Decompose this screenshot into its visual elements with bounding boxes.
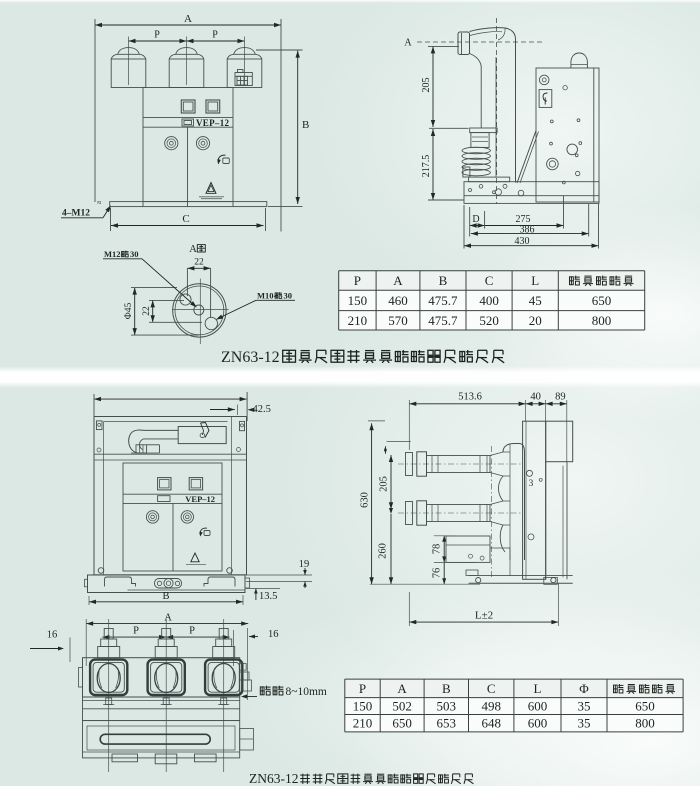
svg-text:650: 650 <box>592 293 612 308</box>
svg-text:VEP–12: VEP–12 <box>185 494 215 504</box>
svg-text:260: 260 <box>378 543 389 559</box>
svg-text:ZN63-12: ZN63-12 <box>249 771 299 786</box>
svg-text:400: 400 <box>479 293 499 308</box>
svg-text:650: 650 <box>635 699 655 714</box>
svg-text:475.7: 475.7 <box>428 313 458 328</box>
svg-text:A: A <box>404 38 412 49</box>
svg-text:520: 520 <box>479 313 499 328</box>
svg-text:P: P <box>189 626 195 637</box>
svg-text:600: 600 <box>528 699 548 714</box>
svg-text:16: 16 <box>47 630 58 641</box>
svg-text:P: P <box>154 30 160 41</box>
svg-text:D: D <box>472 214 479 225</box>
svg-text:205: 205 <box>421 78 432 93</box>
svg-text:13.5: 13.5 <box>259 591 277 602</box>
svg-text:30: 30 <box>284 291 293 301</box>
svg-text:600: 600 <box>528 716 548 731</box>
svg-text:800: 800 <box>592 313 612 328</box>
svg-text:≈: ≈ <box>97 198 102 207</box>
svg-text:42.5: 42.5 <box>253 404 271 415</box>
svg-text:150: 150 <box>348 293 368 308</box>
svg-text:A: A <box>189 244 197 255</box>
svg-text:L: L <box>534 681 542 696</box>
svg-text:430: 430 <box>515 236 530 247</box>
svg-text:502: 502 <box>392 699 412 714</box>
svg-text:460: 460 <box>388 293 408 308</box>
svg-text:L±2: L±2 <box>475 610 493 622</box>
svg-text:78: 78 <box>432 544 443 555</box>
svg-text:A: A <box>393 273 403 288</box>
svg-text:19: 19 <box>299 559 310 570</box>
svg-text:30: 30 <box>130 249 139 259</box>
svg-text:M12-: M12- <box>104 249 124 259</box>
svg-text:217.5: 217.5 <box>421 155 432 178</box>
svg-text:89: 89 <box>555 392 566 403</box>
svg-text:A: A <box>397 681 407 696</box>
svg-text:4–M12: 4–M12 <box>62 209 90 219</box>
svg-text:20: 20 <box>529 313 542 328</box>
svg-text:3: 3 <box>529 478 534 488</box>
svg-text:C: C <box>182 213 189 225</box>
svg-text:M10-: M10- <box>257 291 277 301</box>
svg-text:VEP–12: VEP–12 <box>196 118 229 128</box>
svg-text:650: 650 <box>392 716 412 731</box>
svg-text:40: 40 <box>530 392 541 403</box>
svg-text:150: 150 <box>353 699 373 714</box>
svg-text:35: 35 <box>578 699 591 714</box>
svg-text:P: P <box>354 273 361 288</box>
svg-text:B: B <box>439 273 448 288</box>
svg-text:513.6: 513.6 <box>458 392 482 403</box>
svg-text:35: 35 <box>578 716 591 731</box>
svg-text:16: 16 <box>268 629 279 640</box>
svg-text:275: 275 <box>516 214 531 225</box>
svg-text:P: P <box>359 681 366 696</box>
svg-text:210: 210 <box>353 716 373 731</box>
svg-text:B: B <box>302 119 309 131</box>
svg-text:8~10mm: 8~10mm <box>286 686 327 698</box>
svg-text:C: C <box>485 273 494 288</box>
svg-text:475.7: 475.7 <box>428 293 458 308</box>
svg-text:800: 800 <box>635 716 655 731</box>
svg-text:648: 648 <box>481 716 501 731</box>
svg-text:386: 386 <box>520 225 535 236</box>
svg-text:630: 630 <box>360 492 371 508</box>
svg-text:45: 45 <box>529 293 542 308</box>
svg-text:22: 22 <box>142 306 152 316</box>
svg-text:503: 503 <box>437 699 457 714</box>
svg-text:570: 570 <box>388 313 408 328</box>
svg-text:ZN63-12: ZN63-12 <box>221 349 280 366</box>
svg-text:B: B <box>162 591 169 602</box>
svg-text:Φ: Φ <box>579 681 589 696</box>
svg-text:L: L <box>531 273 539 288</box>
svg-text:B: B <box>442 681 451 696</box>
svg-text:653: 653 <box>437 716 457 731</box>
svg-text:P: P <box>212 30 218 41</box>
svg-text:498: 498 <box>481 699 501 714</box>
svg-text:C: C <box>487 681 496 696</box>
svg-text:P: P <box>133 626 139 637</box>
svg-text:210: 210 <box>348 313 368 328</box>
svg-text:22: 22 <box>194 258 204 268</box>
svg-text:Φ45: Φ45 <box>124 303 134 320</box>
svg-text:A: A <box>164 613 172 624</box>
svg-text:76: 76 <box>432 568 443 579</box>
svg-text:205: 205 <box>379 476 390 492</box>
svg-text:A: A <box>184 13 192 25</box>
